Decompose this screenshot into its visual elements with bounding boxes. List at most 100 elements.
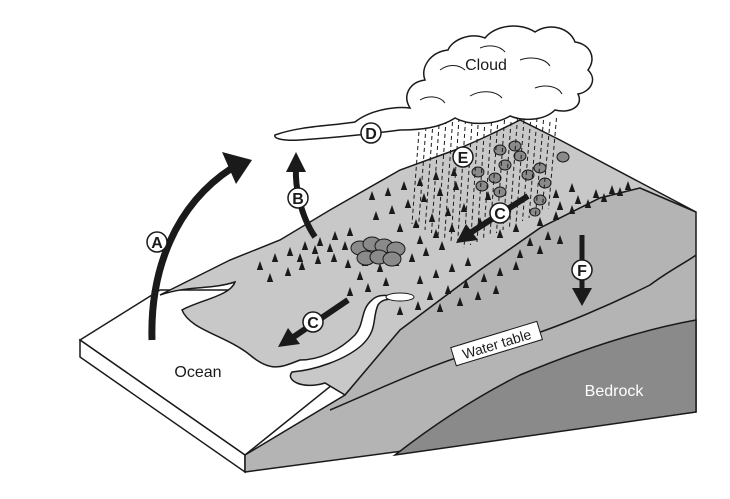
conifer-tree-icon — [456, 297, 464, 306]
conifer-tree-icon — [592, 189, 600, 198]
marker-c-lower-label: C — [307, 315, 319, 332]
marker-e: E — [452, 146, 474, 168]
conifer-tree-icon — [330, 253, 338, 262]
conifer-tree-icon — [512, 223, 520, 232]
conifer-tree-icon — [341, 241, 349, 250]
conifer-tree-icon — [396, 223, 404, 232]
conifer-tree-icon — [436, 187, 444, 196]
conifer-tree-icon — [544, 231, 552, 240]
conifer-tree-icon — [438, 241, 446, 250]
conifer-tree-icon — [474, 291, 482, 300]
rain-line — [476, 119, 486, 243]
bedrock-label: Bedrock — [585, 383, 645, 400]
conifer-tree-icon — [372, 211, 380, 220]
conifer-tree-icon — [266, 273, 274, 282]
conifer-tree-icon — [414, 301, 422, 310]
conifer-tree-icon — [382, 277, 390, 286]
conifer-tree-icon — [346, 227, 354, 236]
arrow-a-evaporation — [148, 152, 252, 341]
conifer-tree-icon — [408, 253, 416, 262]
conifer-tree-icon — [344, 259, 352, 268]
conifer-tree-icon — [574, 195, 582, 204]
conifer-tree-icon — [556, 235, 564, 244]
conifer-tree-icon — [426, 291, 434, 300]
conifer-tree-icon — [314, 255, 322, 264]
marker-f: F — [571, 259, 593, 281]
conifer-tree-icon — [624, 181, 632, 190]
conifer-tree-icon — [428, 213, 436, 222]
conifer-tree-icon — [616, 187, 624, 196]
arrow-c-upper-head — [456, 224, 478, 243]
conifer-tree-icon — [462, 279, 470, 288]
conifer-tree-icon — [460, 203, 468, 212]
conifer-tree-icon — [516, 249, 524, 258]
rain-line — [541, 121, 551, 213]
arrow-a-head — [222, 152, 252, 184]
conifer-tree-icon — [452, 181, 460, 190]
deciduous-grove-lower — [350, 236, 406, 267]
marker-d: D — [360, 122, 382, 144]
conifer-tree-icon — [396, 306, 404, 315]
conifer-tree-icon — [448, 263, 456, 272]
arrow-c-lower-head — [278, 328, 300, 347]
cloud-shape — [274, 25, 594, 141]
rain-line — [418, 119, 427, 228]
deciduous-grove-upper — [471, 140, 570, 217]
conifer-tree-icon — [388, 205, 396, 214]
conifer-tree-icon — [316, 237, 324, 246]
conifer-tree-icon — [346, 287, 354, 296]
conifer-tree-icon — [364, 283, 372, 292]
conifer-tree-icon — [492, 285, 500, 294]
conifer-tree-icon — [512, 261, 520, 270]
conifer-tree-icon — [568, 205, 576, 214]
marker-f-label: F — [577, 263, 587, 280]
conifer-tree-icon — [422, 247, 430, 256]
marker-b: B — [287, 187, 309, 209]
conifer-tree-icon — [256, 261, 264, 270]
conifer-tree-icon — [284, 267, 292, 276]
conifer-tree-icon — [436, 303, 444, 312]
marker-b-label: B — [292, 191, 304, 208]
conifer-tree-icon — [311, 245, 319, 254]
conifer-tree-icon — [556, 201, 564, 210]
conifer-trees — [256, 151, 632, 315]
conifer-tree-icon — [331, 231, 339, 240]
conifer-tree-icon — [496, 229, 504, 238]
cloud — [274, 25, 594, 141]
conifer-tree-icon — [526, 237, 534, 246]
arrow-f-head — [572, 288, 592, 306]
cloud-label: Cloud — [465, 57, 507, 74]
conifer-tree-icon — [444, 285, 452, 294]
conifer-tree-icon — [271, 253, 279, 262]
conifer-tree-icon — [552, 211, 560, 220]
bedrock-layer — [392, 319, 697, 457]
ocean-label: Ocean — [174, 364, 221, 381]
conifer-tree-icon — [464, 257, 472, 266]
rain-line — [411, 117, 421, 225]
conifer-tree-icon — [432, 269, 440, 278]
marker-c-upper: C — [489, 202, 511, 224]
conifer-tree-icon — [384, 187, 392, 196]
conifer-tree-icon — [536, 217, 544, 226]
conifer-tree-icon — [552, 189, 560, 198]
conifer-tree-icon — [496, 267, 504, 276]
rain-line — [535, 119, 544, 216]
marker-e-label: E — [458, 150, 469, 167]
conifer-tree-icon — [412, 219, 420, 228]
marker-d-label: D — [365, 126, 377, 143]
conifer-tree-icon — [404, 199, 412, 208]
marker-c-upper-label: C — [494, 206, 506, 223]
rain-line — [483, 121, 492, 240]
conifer-tree-icon — [368, 191, 376, 200]
rain-line — [528, 117, 538, 219]
conifer-tree-icon — [484, 191, 492, 200]
lake — [385, 292, 415, 302]
conifer-tree-icon — [608, 185, 616, 194]
conifer-tree-icon — [326, 243, 334, 252]
rain-line — [470, 117, 479, 246]
conifer-tree-icon — [416, 275, 424, 284]
arrow-b-head — [286, 152, 306, 172]
conifer-tree-icon — [416, 235, 424, 244]
conifer-tree-icon — [432, 229, 440, 238]
